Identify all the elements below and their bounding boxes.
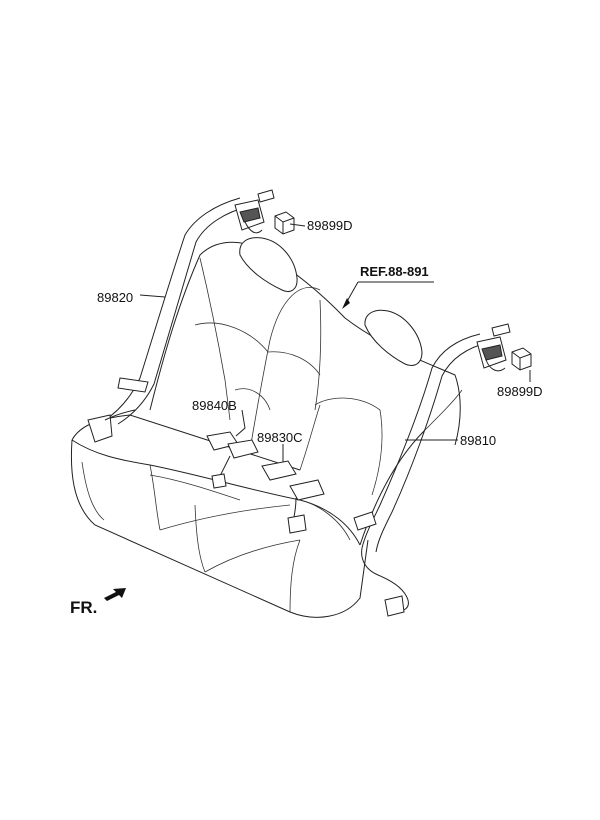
retractor-top	[234, 189, 275, 234]
label-89830c: 89830C	[257, 430, 303, 445]
buckle-89830c	[261, 460, 325, 534]
anchor-left	[87, 414, 113, 443]
seat-back	[149, 241, 463, 546]
belt-guide-left	[117, 377, 149, 393]
belt-guide-right	[353, 511, 377, 531]
anchor-right	[384, 595, 405, 617]
headrest-left	[239, 237, 298, 292]
front-direction-indicator: FR.	[70, 588, 126, 617]
label-89899d-right: 89899D	[497, 384, 543, 399]
cap-89899d-top	[274, 211, 295, 235]
label-89899d-top: 89899D	[307, 218, 353, 233]
right-seat-belt-assembly	[353, 333, 491, 617]
front-label: FR.	[70, 598, 97, 617]
front-arrow-icon	[104, 588, 126, 601]
left-seat-belt-assembly	[87, 197, 251, 443]
headrest-right	[364, 309, 423, 366]
label-89810: 89810	[460, 433, 496, 448]
cap-89899d-right	[511, 347, 532, 371]
label-89820: 89820	[97, 290, 133, 305]
retractor-right	[476, 323, 511, 372]
label-reference: REF.88-891	[360, 264, 429, 279]
buckle-89840b	[206, 431, 259, 489]
label-89840b: 89840B	[192, 398, 237, 413]
leader-lines	[139, 223, 531, 462]
